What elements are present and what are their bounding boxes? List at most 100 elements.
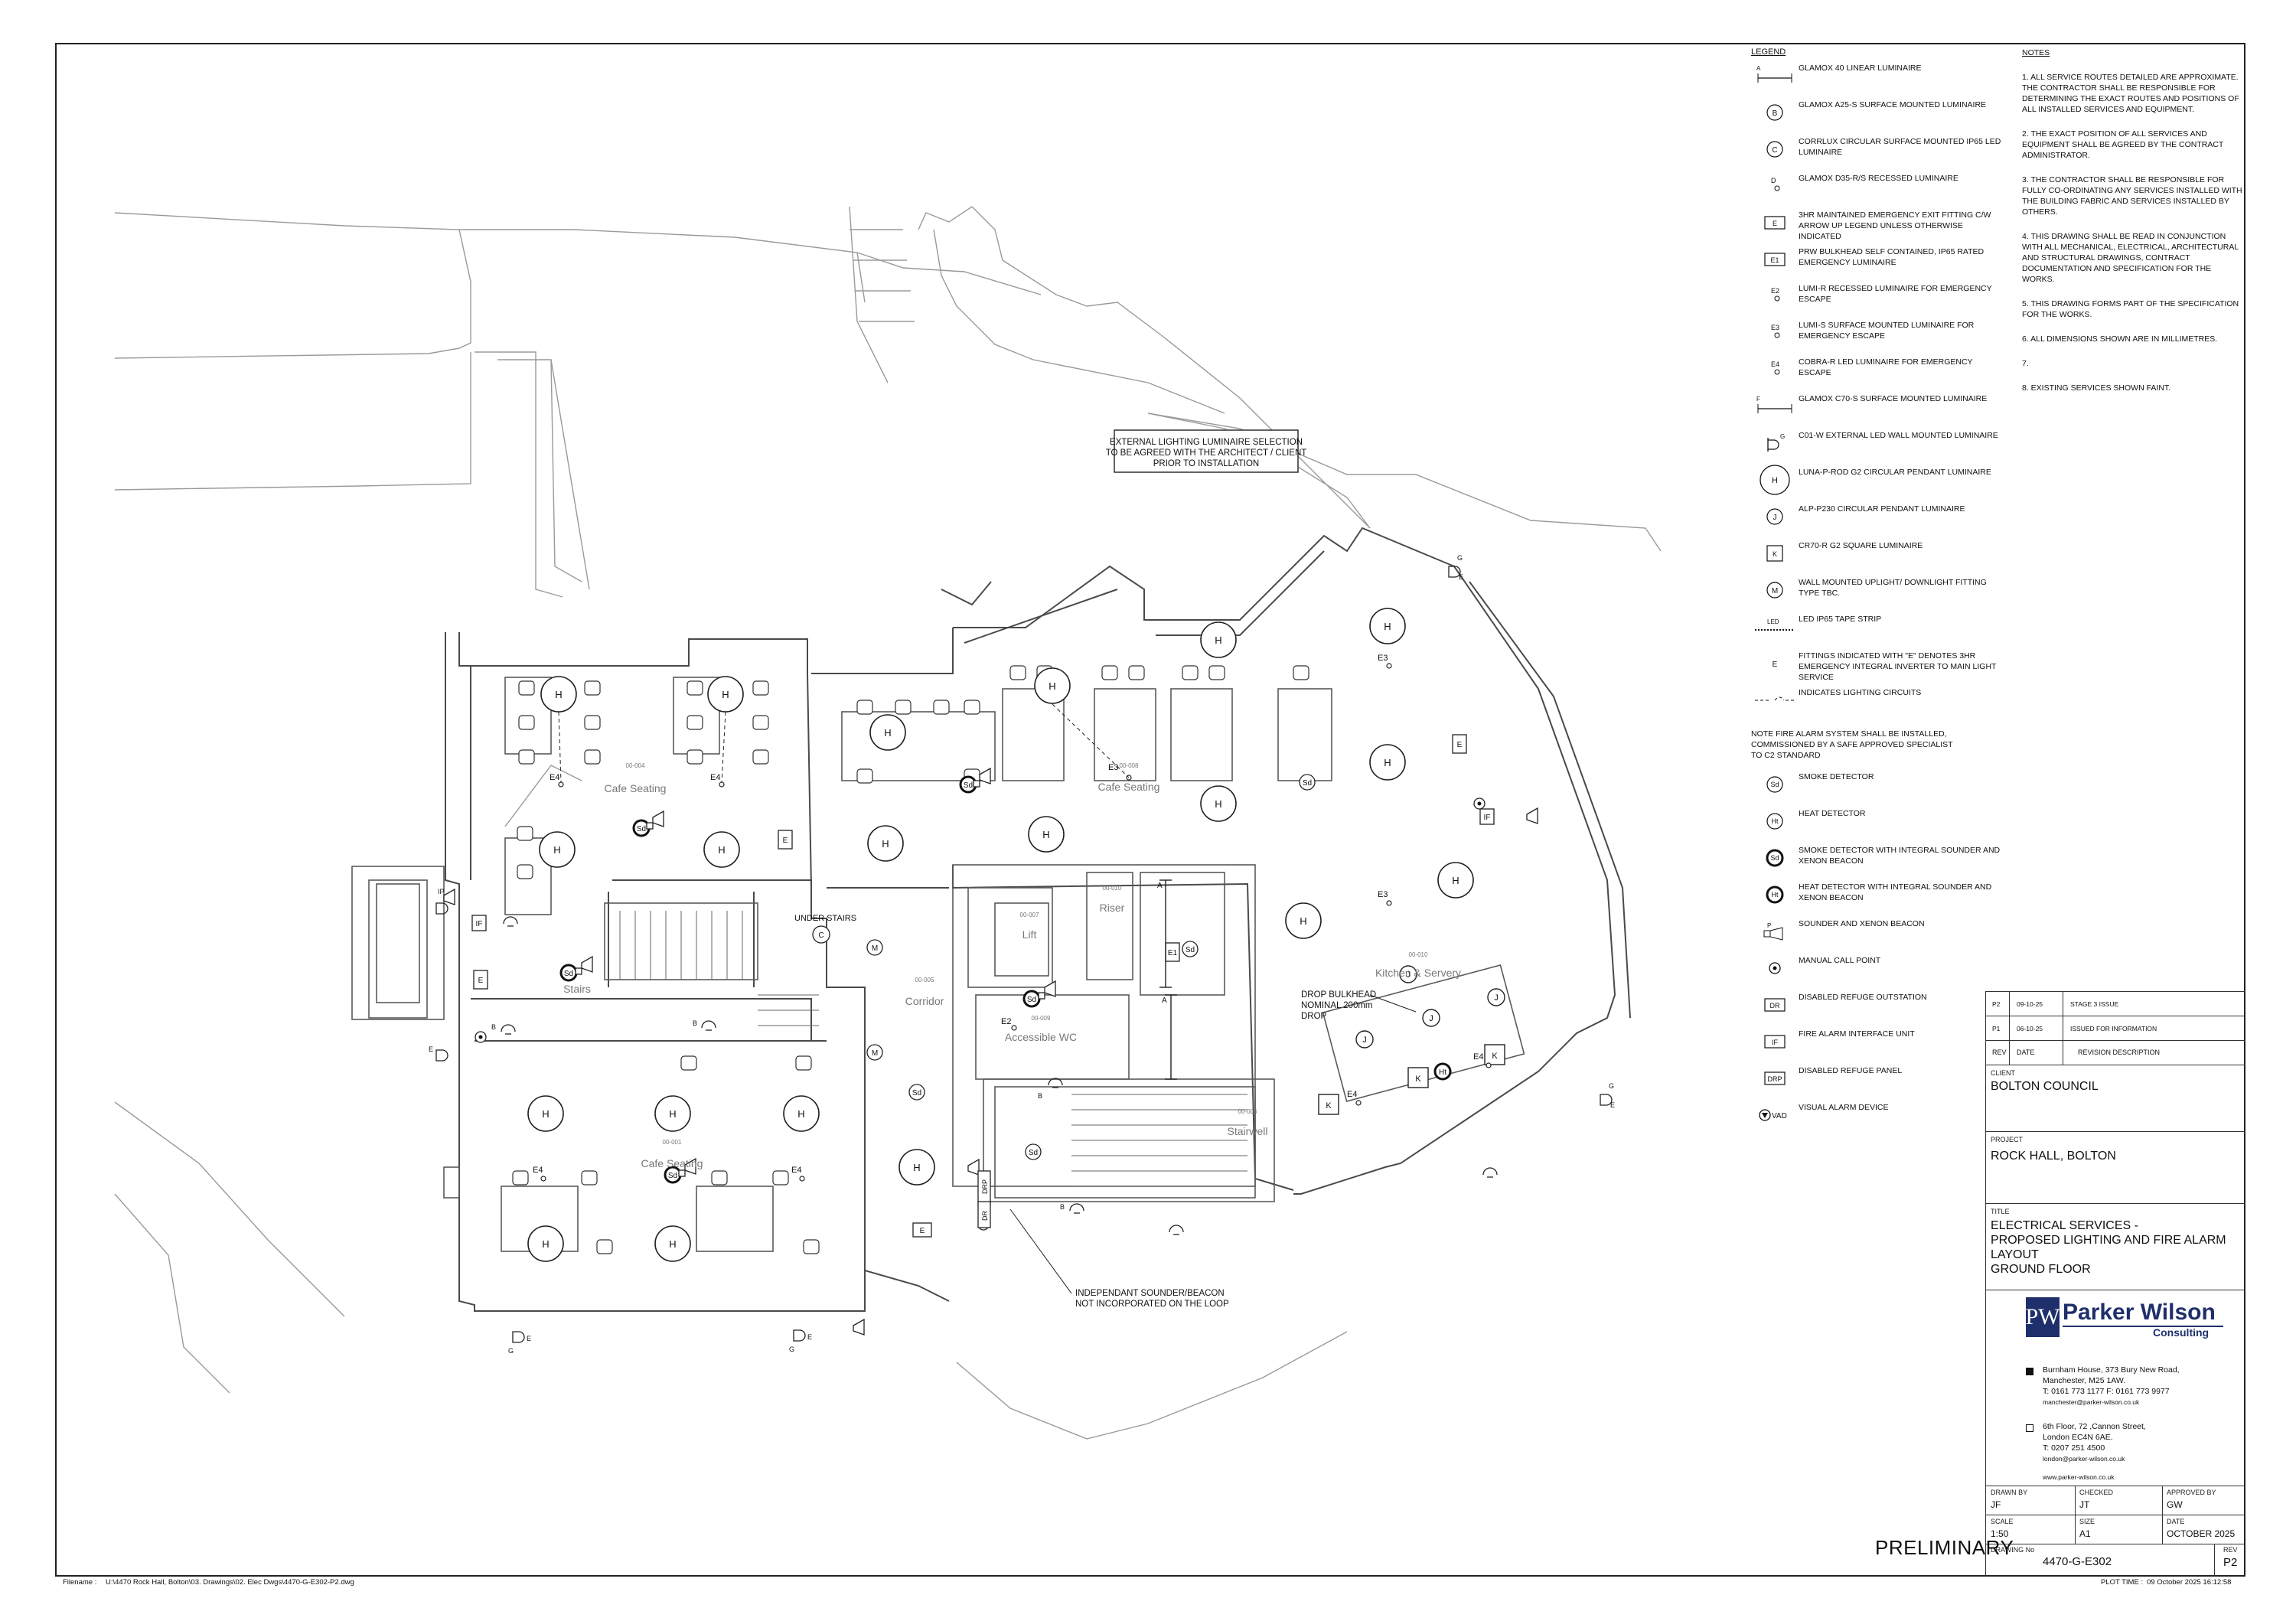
legend-row: INDICATES LIGHTING CIRCUITS [1751,687,2004,724]
svg-text:DRP: DRP [981,1179,989,1194]
small-circle-letter-icon: E2 [1751,283,1799,309]
legend-text: LUNA-P-ROD G2 CIRCULAR PENDANT LUMINAIRE [1799,468,1991,477]
legend-text: MANUAL CALL POINT [1799,956,1881,965]
legend-row: MANUAL CALL POINT [1751,955,2004,992]
svg-text:E4: E4 [1473,1052,1483,1062]
svg-text:00-010: 00-010 [1103,885,1122,892]
svg-text:H: H [882,838,889,850]
kitchen-luminaire-labels: JJ JJ KK K [1326,970,1498,1111]
svg-text:Cafe Seating: Cafe Seating [641,1157,703,1169]
surface-luminaires [501,916,1498,1235]
heat-detector-beacon-icon: Ht [1751,882,1799,908]
heat-detector-icon: Ht [1751,808,1799,834]
svg-text:Ht: Ht [1439,1068,1446,1077]
legend-text: SMOKE DETECTOR WITH INTEGRAL SOUNDER AND… [1799,846,2001,866]
svg-text:E: E [1459,573,1463,581]
svg-text:Stairwell: Stairwell [1228,1125,1268,1137]
svg-text:A: A [1756,65,1761,72]
plain-letter-icon: E [1751,651,1799,677]
svg-text:D: D [1771,177,1776,184]
svg-text:H: H [884,727,891,739]
title-block: P2 09-10-25 STAGE 3 ISSUE P1 06-10-25 IS… [1985,991,2245,1577]
svg-text:H: H [1300,915,1306,927]
svg-text:IF: IF [476,920,483,928]
stair-treads [619,911,1247,1187]
legend-text: DISABLED REFUGE PANEL [1799,1066,1903,1075]
client-name: BOLTON COUNCIL [1991,1080,2099,1093]
fire-alarm-note: NOTE FIRE ALARM SYSTEM SHALL BE INSTALLE… [1751,729,1953,760]
svg-text:E4: E4 [550,773,559,782]
project-name: ROCK HALL, BOLTON [1991,1150,2116,1163]
smoke-detector-icon: Sd [1751,771,1799,797]
square-letter-icon: K [1751,540,1799,566]
svg-text:G: G [789,1345,794,1353]
emergency-luminaires [540,663,1492,1182]
svg-text:H: H [542,1238,549,1250]
svg-text:E1: E1 [1770,256,1779,264]
exit-signs [471,734,1495,1238]
svg-text:F: F [1756,396,1760,403]
filename-label: Filename : [63,1578,97,1587]
svg-text:DROP: DROP [1301,1012,1327,1021]
svg-text:IF: IF [1772,1039,1779,1046]
legend-text: LED IP65 TAPE STRIP [1799,615,1882,624]
svg-text:Kitchen & Servery: Kitchen & Servery [1375,967,1461,979]
svg-text:Cafe Seating: Cafe Seating [1098,781,1160,793]
svg-text:IP: IP [438,888,445,895]
preliminary-stamp: PRELIMINARY [1875,1536,2014,1559]
svg-text:H: H [669,1238,676,1250]
svg-text:E: E [1457,741,1463,749]
svg-text:A: A [1162,996,1167,1005]
svg-text:J: J [1429,1014,1433,1023]
svg-text:E: E [783,837,788,845]
svg-text:Ht: Ht [1772,817,1779,825]
manual-call-points [475,797,1486,1231]
svg-text:00-001: 00-001 [663,1139,682,1146]
svg-text:E2: E2 [1001,1017,1011,1026]
svg-text:E3: E3 [1378,890,1388,899]
refuge-panels: DRP DR [977,1170,991,1228]
svg-text:E: E [527,1335,531,1342]
drawing-title-4: GROUND FLOOR [1991,1263,2091,1276]
circuit-line-icon [1751,687,1799,713]
circle-letter-icon: M [1751,577,1799,603]
svg-text:P: P [1767,922,1771,929]
legend-text: WALL MOUNTED UPLIGHT/ DOWNLIGHT FITTING … [1799,578,1987,598]
smoke-detectors-with-beacon [559,775,1452,1184]
svg-text:H: H [669,1108,676,1120]
svg-text:H: H [542,1108,549,1120]
svg-text:H: H [913,1162,920,1173]
svg-text:DR: DR [1770,1002,1780,1009]
svg-text:E3: E3 [1108,763,1118,772]
legend-text: GLAMOX A25-S SURFACE MOUNTED LUMINAIRE [1799,100,1987,109]
office-filled-square-icon [2026,1368,2033,1375]
svg-text:00-004: 00-004 [626,762,645,769]
svg-text:E: E [807,1333,812,1341]
circle-letter-icon: J [1751,504,1799,530]
smoke-detector-beacon-icon: Sd [1751,845,1799,871]
london-office: 6th Floor, 72 ,Cannon Street, London EC4… [2043,1422,2146,1463]
drawing-title-3: LAYOUT [1991,1248,2039,1261]
svg-text:Cafe Seating: Cafe Seating [605,782,667,794]
svg-text:Sd: Sd [564,970,573,978]
svg-text:C: C [818,931,823,940]
svg-text:G: G [1457,554,1463,562]
svg-text:00-007: 00-007 [1020,912,1039,918]
svg-text:E: E [429,1045,433,1053]
company-logo-sub: Consulting [2153,1326,2210,1339]
plot-time: 09 October 2025 16:12:58 [2147,1578,2232,1587]
